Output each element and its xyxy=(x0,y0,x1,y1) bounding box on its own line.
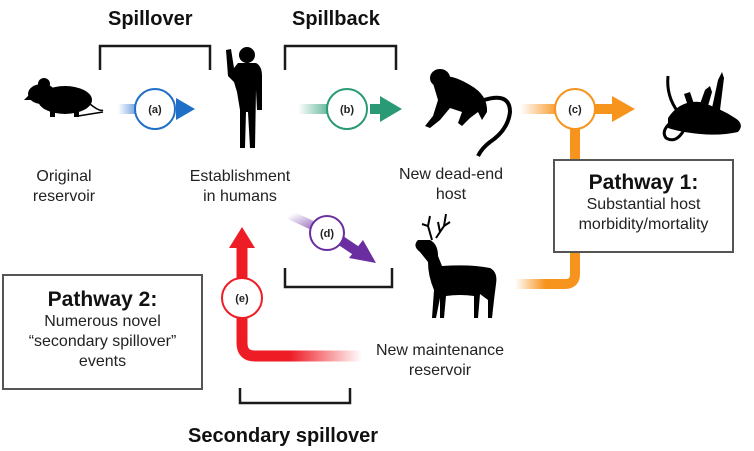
step-c-label: (c) xyxy=(568,104,582,116)
original-reservoir-line2: reservoir xyxy=(32,188,96,205)
dead-end-line1: New dead-end xyxy=(398,166,504,183)
secondary-spillover-bracket xyxy=(238,388,352,405)
step-a-label: (a) xyxy=(148,104,162,116)
original-reservoir-label: Original reservoir xyxy=(22,167,106,207)
pathway-1-box: Pathway 1: Substantial host morbidity/mo… xyxy=(553,159,734,253)
step-d-label: (d) xyxy=(320,228,334,240)
arrow-a xyxy=(118,88,195,130)
pathway-1-title: Pathway 1: xyxy=(588,171,699,194)
arrow-d xyxy=(288,210,376,263)
pathway-2-box: Pathway 2: Numerous novel “secondary spi… xyxy=(2,274,203,390)
spillback-bracket xyxy=(283,44,398,70)
establishment-line2: in humans xyxy=(203,188,277,205)
step-e-label: (e) xyxy=(235,293,249,305)
monkey-silhouette-icon xyxy=(425,69,513,157)
new-dead-end-host-label: New dead-end host xyxy=(391,165,511,205)
establishment-line1: Establishment xyxy=(189,168,291,185)
secondary-spillover-heading: Secondary spillover xyxy=(188,425,379,447)
establishment-in-humans-label: Establishment in humans xyxy=(175,167,305,207)
pathway-2-body-line1: Numerous novel xyxy=(44,313,161,330)
pathway-1-body-line1: Substantial host xyxy=(586,196,701,213)
dead-monkey-silhouette-icon xyxy=(662,72,741,142)
maintenance-line1: New maintenance xyxy=(375,342,505,359)
spillback-heading: Spillback xyxy=(292,8,380,30)
pathway-2-body-line3: events xyxy=(78,353,127,370)
pathway-1-body-line2: morbidity/mortality xyxy=(578,216,709,233)
arrow-b xyxy=(298,88,402,130)
pathway-2-title: Pathway 2: xyxy=(47,288,158,311)
maintenance-bracket xyxy=(283,268,394,289)
human-silhouette-icon xyxy=(226,47,262,148)
step-b-label: (b) xyxy=(340,104,354,116)
dead-end-line2: host xyxy=(435,186,467,203)
mouse-silhouette-icon xyxy=(24,78,104,117)
new-maintenance-reservoir-label: New maintenance reservoir xyxy=(370,341,510,381)
spillover-bracket xyxy=(98,44,212,70)
arrow-c xyxy=(515,88,635,289)
arrow-e xyxy=(221,227,362,362)
pathway-2-body-line2: “secondary spillover” xyxy=(28,333,177,350)
original-reservoir-line1: Original xyxy=(36,168,92,185)
spillover-heading: Spillover xyxy=(108,8,193,30)
maintenance-line2: reservoir xyxy=(408,362,472,379)
deer-silhouette-icon xyxy=(415,213,497,318)
